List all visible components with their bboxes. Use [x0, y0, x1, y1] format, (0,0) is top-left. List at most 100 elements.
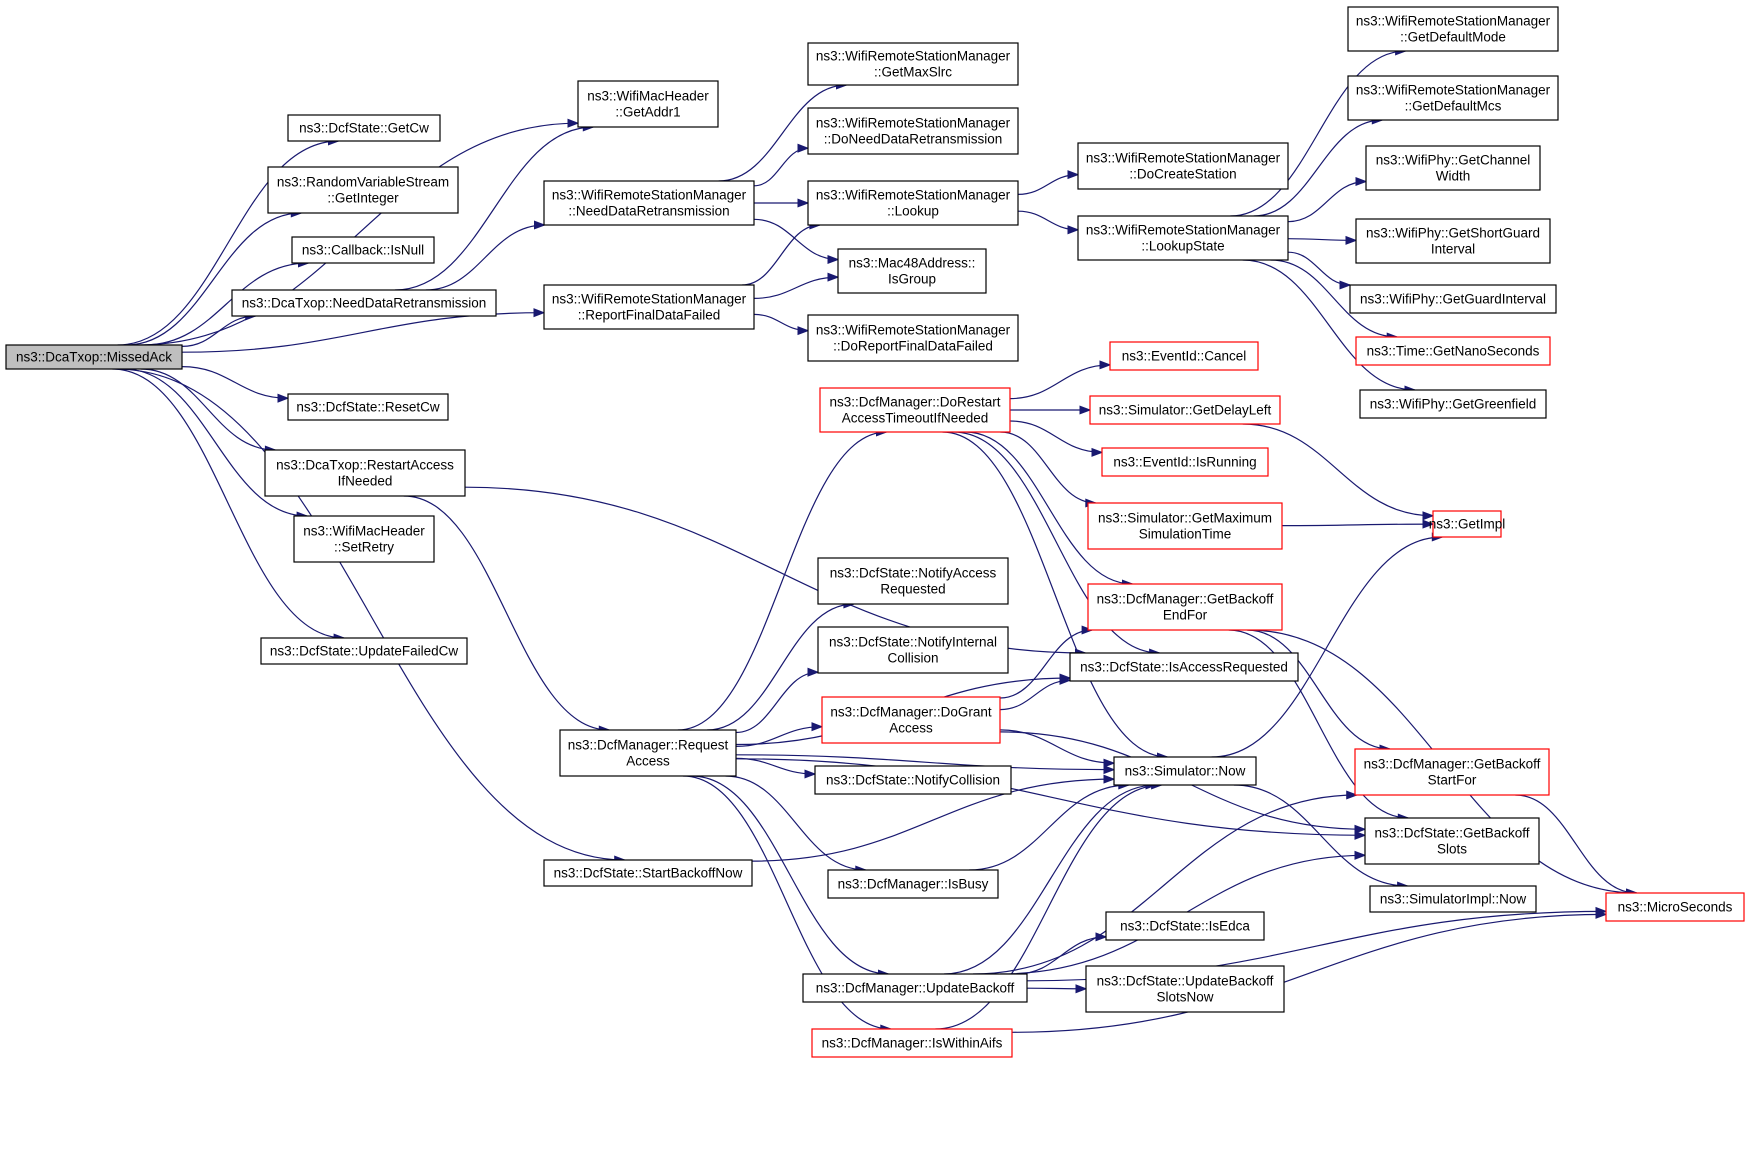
call-edge — [1281, 519, 1435, 529]
node-dcaneed[interactable]: ns3::DcaTxop::NeedDataRetransmission — [231, 289, 497, 317]
node-box — [287, 114, 441, 142]
node-box — [1365, 145, 1541, 191]
node-box — [291, 236, 435, 264]
call-edge — [735, 754, 1116, 775]
node-wrsmneed[interactable]: ns3::WifiRemoteStationManager::NeedDataR… — [543, 180, 755, 226]
node-wrsmreport[interactable]: ns3::WifiRemoteStationManager::ReportFin… — [543, 284, 755, 330]
node-getnanoseconds[interactable]: ns3::Time::GetNanoSeconds — [1355, 336, 1551, 366]
node-isaccessreq[interactable]: ns3::DcfState::IsAccessRequested — [1069, 652, 1299, 682]
node-dorestart[interactable]: ns3::DcfManager::DoRestartAccessTimeoutI… — [819, 387, 1011, 433]
call-edge — [1242, 423, 1435, 521]
node-updatebackoff[interactable]: ns3::DcfManager::UpdateBackoff — [802, 973, 1028, 1003]
node-getinteger[interactable]: ns3::RandomVariableStream::GetInteger — [267, 166, 459, 214]
node-isnull[interactable]: ns3::Callback::IsNull — [291, 236, 435, 264]
node-label: ns3::Simulator::Now — [1125, 764, 1246, 779]
node-getimpl[interactable]: ns3::GetImpl — [1429, 510, 1506, 538]
node-isgroup[interactable]: ns3::Mac48Address::IsGroup — [837, 248, 987, 294]
node-label: ns3::DcfManager::Request — [568, 738, 729, 753]
node-label: ns3::DcfManager::DoRestart — [829, 395, 1000, 410]
node-doneed[interactable]: ns3::WifiRemoteStationManager::DoNeedDat… — [807, 107, 1019, 155]
node-label: ns3::DcfState::NotifyAccess — [830, 566, 997, 581]
node-now[interactable]: ns3::Simulator::Now — [1113, 756, 1257, 786]
node-getdelayleft[interactable]: ns3::Simulator::GetDelayLeft — [1089, 395, 1281, 425]
node-label: ::DoReportFinalDataFailed — [833, 339, 993, 354]
node-getguardinterval[interactable]: ns3::WifiPhy::GetGuardInterval — [1349, 284, 1557, 314]
node-label: ns3::DcfManager::IsWithinAifs — [822, 1036, 1003, 1051]
node-isedca[interactable]: ns3::DcfState::IsEdca — [1105, 911, 1265, 941]
call-edge — [753, 218, 840, 265]
node-isrunning[interactable]: ns3::EventId::IsRunning — [1101, 447, 1269, 477]
node-label: ns3::WifiRemoteStationManager — [816, 116, 1011, 131]
call-edge — [742, 220, 822, 286]
node-label: Requested — [880, 582, 945, 597]
node-box — [817, 626, 1009, 674]
node-cancel[interactable]: ns3::EventId::Cancel — [1109, 341, 1259, 371]
node-label: Access — [889, 721, 933, 736]
node-doreport[interactable]: ns3::WifiRemoteStationManager::DoReportF… — [807, 314, 1019, 362]
node-box — [260, 637, 468, 665]
node-label: ns3::DcfManager::DoGrant — [830, 705, 992, 720]
node-label: ns3::DcfState::UpdateFailedCw — [270, 644, 459, 659]
node-getmaxslrc[interactable]: ns3::WifiRemoteStationManager::GetMaxSlr… — [807, 42, 1019, 86]
node-getaddr1[interactable]: ns3::WifiMacHeader::GetAddr1 — [577, 80, 719, 128]
node-label: ns3::DcfManager::GetBackoff — [1097, 592, 1274, 607]
call-edge — [999, 625, 1094, 699]
node-label: ns3::GetImpl — [1429, 517, 1506, 532]
node-setretry[interactable]: ns3::WifiMacHeader::SetRetry — [293, 515, 435, 563]
node-box — [1077, 215, 1289, 261]
node-label: Slots — [1437, 842, 1467, 857]
node-getdefaultmcs[interactable]: ns3::WifiRemoteStationManager::GetDefaul… — [1347, 75, 1559, 121]
node-notifycollision[interactable]: ns3::DcfState::NotifyCollision — [814, 765, 1012, 795]
node-box — [1113, 756, 1257, 786]
node-updatefailedcw[interactable]: ns3::DcfState::UpdateFailedCw — [260, 637, 468, 665]
node-iswithinaifs[interactable]: ns3::DcfManager::IsWithinAifs — [811, 1028, 1013, 1058]
node-getdefaultmode[interactable]: ns3::WifiRemoteStationManager::GetDefaul… — [1347, 6, 1559, 52]
node-lookupstate[interactable]: ns3::WifiRemoteStationManager::LookupSta… — [1077, 215, 1289, 261]
node-label: Interval — [1431, 242, 1475, 257]
node-label: ns3::DcfState::IsAccessRequested — [1080, 660, 1288, 675]
node-startbackoff[interactable]: ns3::DcfState::StartBackoffNow — [543, 859, 753, 887]
node-label: ns3::WifiRemoteStationManager — [1086, 223, 1281, 238]
node-label: ns3::WifiPhy::GetShortGuard — [1366, 226, 1540, 241]
node-getcw[interactable]: ns3::DcfState::GetCw — [287, 114, 441, 142]
node-box — [287, 393, 449, 421]
node-microseconds[interactable]: ns3::MicroSeconds — [1605, 892, 1745, 922]
node-label: ::DoCreateStation — [1129, 167, 1236, 182]
node-label: ::GetDefaultMode — [1400, 30, 1506, 45]
node-box — [837, 248, 987, 294]
node-label: ::ReportFinalDataFailed — [578, 308, 721, 323]
node-getgreenfield[interactable]: ns3::WifiPhy::GetGreenfield — [1359, 389, 1547, 419]
node-label: ns3::DcfManager::GetBackoff — [1364, 757, 1541, 772]
call-edge — [1287, 251, 1352, 290]
node-isbusy[interactable]: ns3::DcfManager::IsBusy — [827, 869, 999, 899]
call-edge — [753, 313, 810, 336]
node-box — [1085, 965, 1285, 1013]
node-resetcw[interactable]: ns3::DcfState::ResetCw — [287, 393, 449, 421]
node-label: ns3::DcaTxop::MissedAck — [16, 350, 172, 365]
node-missedack[interactable]: ns3::DcaTxop::MissedAck — [5, 344, 183, 370]
node-label: ns3::Simulator::GetDelayLeft — [1099, 403, 1272, 418]
call-edge — [181, 311, 258, 347]
node-label: ns3::SimulatorImpl::Now — [1380, 892, 1527, 907]
node-lookup[interactable]: ns3::WifiRemoteStationManager::Lookup — [807, 180, 1019, 226]
node-simimplnow[interactable]: ns3::SimulatorImpl::Now — [1369, 885, 1537, 913]
call-edge — [753, 272, 840, 299]
call-edge — [1011, 909, 1608, 1033]
node-label: ns3::DcfManager::IsBusy — [838, 877, 989, 892]
node-box — [1432, 510, 1502, 538]
node-docreate[interactable]: ns3::WifiRemoteStationManager::DoCreateS… — [1077, 142, 1289, 190]
node-box — [1069, 652, 1299, 682]
